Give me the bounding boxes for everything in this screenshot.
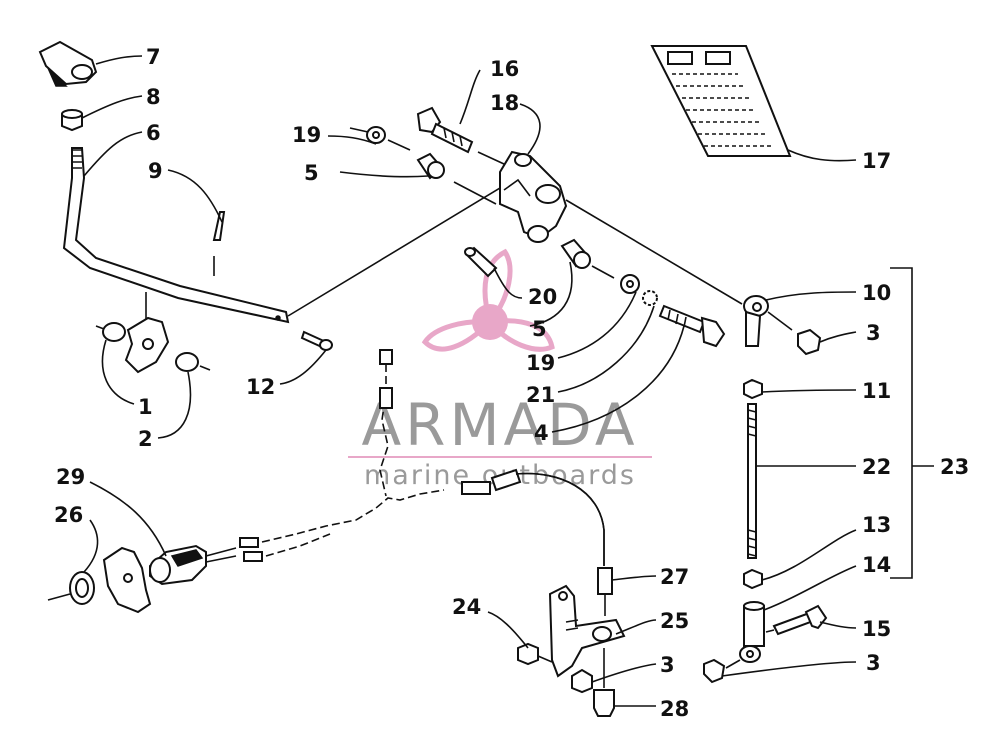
callout-9: 9 [148, 159, 163, 183]
switch-bracket [102, 546, 152, 614]
callout-20: 20 [528, 285, 557, 309]
callout-17: 17 [862, 149, 891, 173]
lock-washer-part-21 [642, 290, 658, 306]
callout-21: 21 [526, 383, 555, 407]
leader-lines [81, 55, 857, 707]
callout-15: 15 [862, 617, 891, 641]
rod-link-line [565, 199, 743, 305]
decal-part-17 [650, 45, 792, 157]
callout-2: 2 [138, 427, 153, 451]
detent-plate-parts-1-2 [95, 292, 211, 374]
callout-13: 13 [862, 513, 891, 537]
callout-22: 22 [862, 455, 891, 479]
callout-10: 10 [862, 281, 891, 305]
callout-18: 18 [490, 91, 519, 115]
propeller-logo-icon [421, 248, 555, 352]
washer-part-19b [620, 274, 640, 294]
callout-labels: 7 8 6 9 16 18 19 5 17 10 3 20 5 19 21 4 … [54, 45, 969, 721]
bracket-23-assembly [890, 267, 934, 579]
callout-23: 23 [940, 455, 969, 479]
callout-6: 6 [146, 121, 161, 145]
nut-part-11 [743, 378, 763, 400]
callout-5b: 5 [532, 317, 547, 341]
callout-29: 29 [56, 465, 85, 489]
callout-3c: 3 [866, 651, 881, 675]
bushing-part-5 [387, 139, 445, 180]
washer-part-19 [349, 126, 386, 144]
nut-part-26 [47, 571, 95, 605]
bolt-part-15 [765, 604, 828, 636]
callout-5a: 5 [304, 161, 319, 185]
shift-bracket-part-18 [453, 150, 568, 243]
callout-4: 4 [534, 421, 549, 445]
callout-1: 1 [138, 395, 153, 419]
sensor-cable-part-27 [515, 472, 613, 616]
threaded-rod-part-22 [747, 403, 757, 559]
bushing-part-5b [560, 238, 615, 279]
cotter-pin-part-9 [212, 211, 226, 276]
callout-25: 25 [660, 609, 689, 633]
callout-16: 16 [490, 57, 519, 81]
shift-lever-part-6 [62, 147, 290, 324]
callout-28: 28 [660, 697, 689, 721]
callout-12: 12 [246, 375, 275, 399]
callout-24: 24 [452, 595, 481, 619]
callout-14: 14 [862, 553, 891, 577]
link-line [287, 181, 511, 317]
nut-part-8 [61, 108, 83, 132]
callout-11: 11 [862, 379, 891, 403]
bolt-part-4 [658, 304, 726, 348]
bolt-part-16 [416, 106, 505, 165]
callout-19a: 19 [292, 123, 321, 147]
nut-part-3b [571, 668, 593, 694]
spacer-part-20 [464, 246, 498, 278]
neutral-switch-part-29 [149, 544, 207, 586]
nut-part-3c [703, 658, 741, 684]
callout-3a: 3 [866, 321, 881, 345]
callout-3b: 3 [660, 653, 675, 677]
rod-end-part-14 [739, 601, 765, 663]
cap-part-28 [593, 648, 615, 717]
callout-26: 26 [54, 503, 83, 527]
nut-part-3a [767, 311, 822, 356]
nut-part-13 [743, 568, 763, 590]
watermark-brand: ARMADA [361, 391, 638, 459]
callout-7: 7 [146, 45, 161, 69]
callout-27: 27 [660, 565, 689, 589]
nut-part-24 [517, 642, 553, 666]
shift-knob-part-7 [38, 40, 98, 87]
rod-end-part-10 [743, 295, 769, 347]
wire-harness [205, 349, 522, 563]
callout-8: 8 [146, 85, 161, 109]
sensor-bracket-part-25 [548, 584, 626, 678]
callout-19b: 19 [526, 351, 555, 375]
pin-part-12 [300, 330, 333, 351]
